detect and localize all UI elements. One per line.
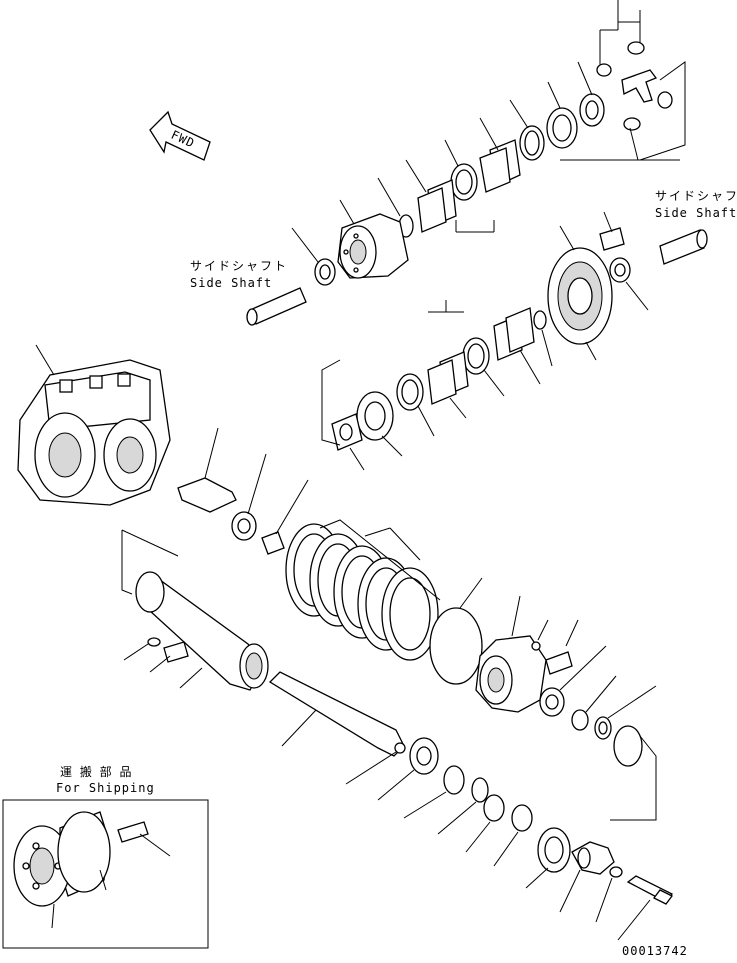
upper-bearing-stack — [377, 61, 605, 238]
axle-tube — [121, 529, 269, 691]
wheel-hub — [475, 595, 657, 821]
drive-axle-shaft — [268, 671, 406, 785]
left-side-shaft: サイドシャフト Side Shaft — [190, 227, 336, 326]
shipping-box — [2, 799, 209, 949]
axle-housing — [17, 344, 171, 506]
pinion-shaft — [177, 427, 309, 555]
upper-diff-case — [337, 199, 409, 279]
side-shaft-label-en: Side Shaft — [190, 276, 272, 290]
side-shaft-label-en-right: Side Shaft — [655, 206, 737, 220]
lower-small-parts — [377, 737, 571, 889]
shipping-label-jp: 運 搬 部 品 — [60, 764, 133, 779]
brake-disc-stack — [285, 519, 441, 661]
side-shaft-label-jp: サイドシャフト — [190, 259, 288, 273]
side-shaft-label-jp-right: サイドシャフト — [655, 189, 737, 203]
ring-gear-group: サイドシャフト Side Shaft — [547, 189, 737, 361]
fwd-arrow: FWD — [149, 110, 211, 161]
shipping-label-en: For Shipping — [56, 781, 155, 795]
shipping-inset: 運 搬 部 品 For Shipping — [2, 764, 209, 949]
spider-gear-group — [560, 0, 686, 161]
middle-clutch-stack — [321, 300, 553, 471]
o-ring — [429, 577, 483, 685]
drawing-number: 00013742 — [622, 944, 688, 958]
coupling-group — [559, 841, 673, 941]
